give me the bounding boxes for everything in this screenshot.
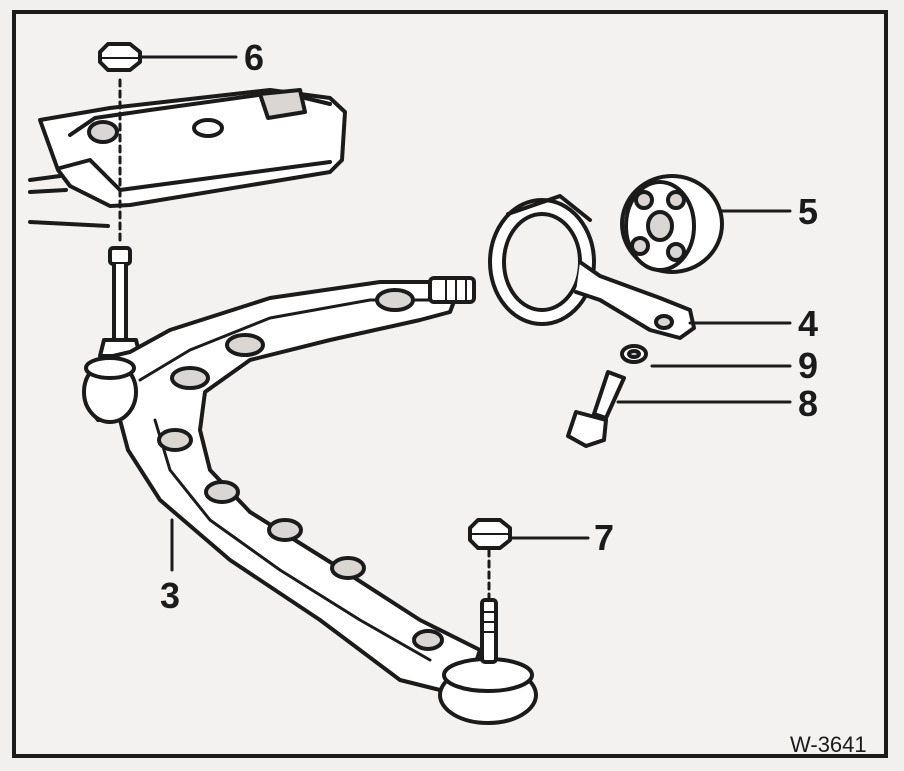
bolt-8 — [566, 370, 626, 448]
pivot-stud — [98, 246, 142, 358]
callout-3: 3 — [160, 575, 181, 616]
callout-7: 7 — [594, 517, 615, 558]
leader-lines — [138, 55, 792, 572]
callout-9: 9 — [798, 345, 819, 386]
nut-6 — [98, 42, 142, 72]
figure-code: W-3641 — [790, 732, 867, 757]
mount-bracket-4 — [488, 194, 696, 340]
washer-9 — [620, 344, 648, 364]
callout-8: 8 — [798, 383, 819, 424]
subframe-bracket — [28, 88, 347, 228]
callout-4: 4 — [798, 303, 819, 344]
control-arm — [82, 276, 538, 725]
callout-5: 5 — [798, 191, 819, 232]
nut-7 — [468, 518, 512, 550]
callout-6: 6 — [244, 37, 265, 78]
rubber-bushing-5 — [620, 174, 724, 274]
